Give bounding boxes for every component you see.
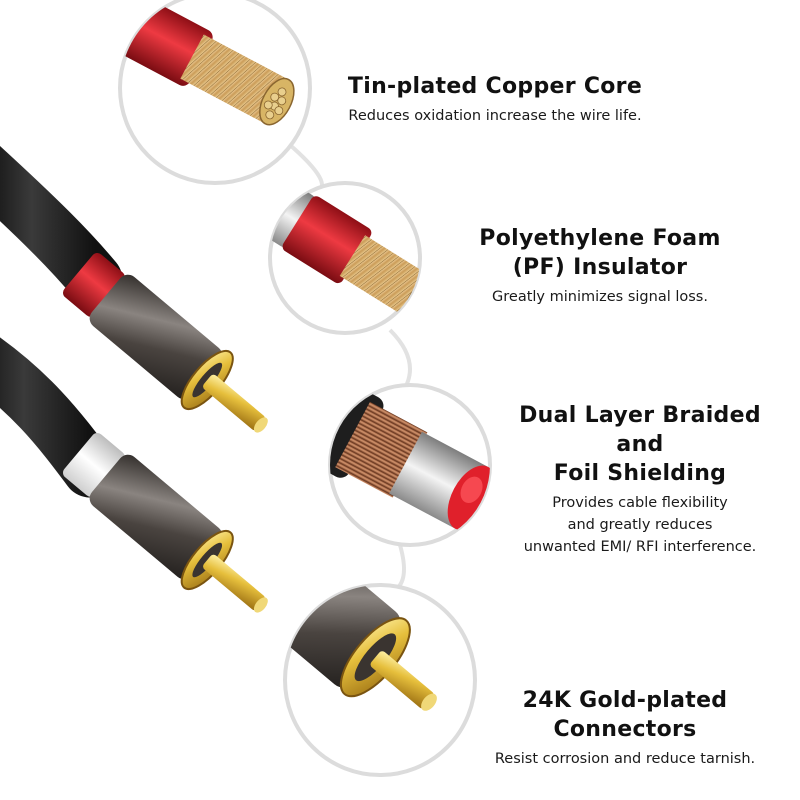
feature-description: Reduces oxidation increase the wire life…	[348, 108, 642, 124]
feature-description: Provides cable flexibility and greatly r…	[523, 495, 757, 555]
feature-description: Resist corrosion and reduce tarnish.	[494, 751, 756, 767]
copper-core-illustration	[118, 0, 312, 185]
cable-bottom	[0, 337, 268, 613]
feature-pf-insulator: Polyethylene Foam (PF) Insulator Greatly…	[440, 224, 760, 308]
feature-copper-core: Tin-plated Copper Core Reduces oxidation…	[300, 72, 690, 127]
feature-title: 24K Gold-plated Connectors	[522, 688, 728, 742]
gold-connector-illustration	[283, 583, 477, 777]
shielding-illustration	[328, 383, 492, 547]
feature-title: Polyethylene Foam (PF) Insulator	[479, 226, 721, 280]
pf-insulator-illustration	[268, 181, 422, 335]
feature-shielding: Dual Layer Braided and Foil Shielding Pr…	[490, 401, 790, 558]
feature-title: Tin-plated Copper Core	[347, 74, 643, 99]
feature-title: Dual Layer Braided and Foil Shielding	[519, 403, 761, 486]
feature-gold-connectors: 24K Gold-plated Connectors Resist corros…	[460, 686, 790, 770]
feature-description: Greatly minimizes signal loss.	[492, 289, 708, 305]
cable-top	[0, 146, 268, 433]
